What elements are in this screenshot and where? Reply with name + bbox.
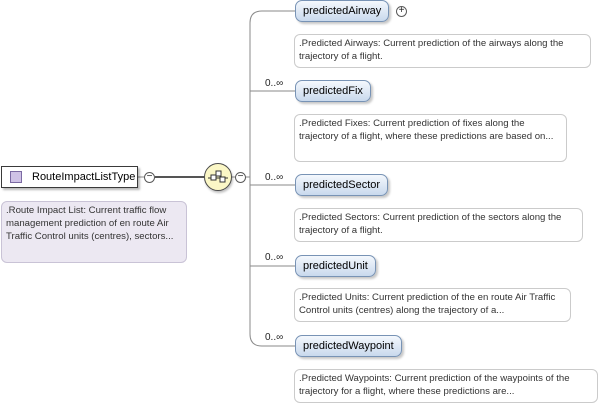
predictedSector-cardinality: 0..∞ [265,172,284,183]
predictedUnit-annotation: .Predicted Units: Current prediction of … [294,288,571,322]
element-predictedUnit[interactable]: predictedUnit [295,255,376,277]
predictedFix-annotation: .Predicted Fixes: Current prediction of … [294,114,567,162]
sequence-compositor[interactable] [204,163,232,191]
predictedWaypoint-annotation: .Predicted Waypoints: Current prediction… [294,369,598,403]
root-collapse-button[interactable]: − [144,172,155,183]
sequence-icon [208,170,228,183]
predictedUnit-cardinality: 0..∞ [265,252,284,263]
complex-type-icon [10,171,22,183]
predictedAirway-annotation: .Predicted Airways: Current prediction o… [294,34,591,68]
sequence-collapse-button[interactable]: − [235,172,246,183]
element-predictedAirway[interactable]: predictedAirway [295,0,390,22]
root-annotation: .Route Impact List: Current traffic flow… [1,201,187,263]
predictedAirway-expand-button[interactable]: + [396,6,407,17]
element-predictedSector[interactable]: predictedSector [295,174,389,196]
element-predictedFix[interactable]: predictedFix [295,80,371,102]
element-predictedWaypoint[interactable]: predictedWaypoint [295,335,402,357]
root-type-box[interactable]: RouteImpactListType [1,166,138,188]
predictedSector-annotation: .Predicted Sectors: Current prediction o… [294,208,583,242]
predictedFix-cardinality: 0..∞ [265,78,284,89]
root-type-label: RouteImpactListType [32,171,136,183]
trunk-line [249,10,295,347]
predictedWaypoint-cardinality: 0..∞ [265,332,284,343]
